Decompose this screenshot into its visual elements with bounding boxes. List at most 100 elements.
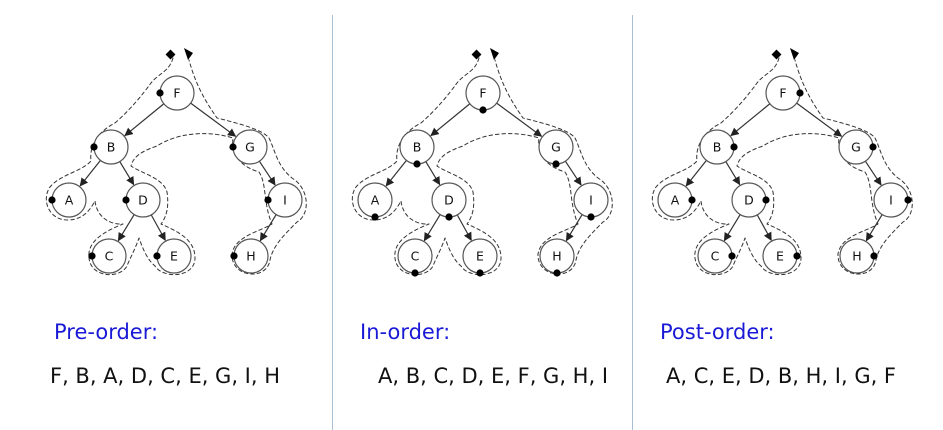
tree-node-F: F — [465, 75, 501, 114]
node-label: A — [65, 193, 74, 208]
node-label: I — [283, 193, 287, 208]
edge-D-C — [423, 214, 441, 242]
tree-node-B: B — [699, 129, 738, 165]
visit-dot — [413, 160, 421, 168]
node-label: D — [444, 193, 454, 208]
traversal-start-marker — [771, 49, 782, 60]
traversal-end-arrow — [790, 48, 799, 60]
edge-I-H — [565, 214, 583, 242]
visit-dot — [870, 252, 878, 260]
edge-B-A — [79, 159, 101, 187]
traversal-end-arrow — [184, 48, 193, 60]
node-label: B — [413, 140, 422, 155]
node-label: C — [711, 249, 720, 264]
node-label: B — [107, 140, 116, 155]
tree-node-C: C — [697, 238, 736, 274]
edge-B-D — [425, 161, 441, 186]
visit-dot — [122, 196, 130, 204]
node-label: G — [851, 140, 861, 155]
traversal-start-marker — [471, 49, 482, 60]
node-label: C — [411, 249, 420, 264]
visit-dot — [264, 196, 272, 204]
visit-dot — [445, 213, 453, 221]
tree-node-G: G — [538, 129, 574, 168]
tree-node-E: E — [153, 238, 192, 274]
visit-dot — [728, 252, 736, 260]
edge-G-I — [864, 160, 882, 186]
node-label: F — [173, 86, 180, 101]
visit-dot — [230, 252, 238, 260]
tree-node-D: D — [122, 182, 161, 218]
preorder-sequence: F, B, A, D, C, E, G, I, H — [50, 364, 281, 388]
edge-F-G — [496, 102, 543, 137]
visit-dot — [411, 269, 419, 277]
visit-dot — [553, 269, 561, 277]
tree-node-A: A — [357, 182, 393, 221]
node-label: H — [852, 249, 861, 264]
node-label: D — [138, 193, 148, 208]
node-label: C — [105, 249, 114, 264]
node-label: G — [551, 140, 561, 155]
tree-node-D: D — [731, 182, 770, 218]
postorder-sequence: A, C, E, D, B, H, I, G, F — [666, 364, 897, 388]
edge-G-I — [258, 160, 276, 186]
node-label: A — [671, 193, 680, 208]
tree-node-A: A — [48, 182, 87, 218]
visit-dot — [793, 252, 801, 260]
node-label: E — [476, 249, 484, 264]
node-label: E — [170, 249, 178, 264]
traversal-contour — [351, 57, 613, 276]
tree-node-A: A — [657, 182, 696, 218]
visit-dot — [762, 196, 770, 204]
visit-dot — [156, 89, 164, 97]
tree-node-I: I — [573, 182, 609, 221]
traversal-contour — [651, 57, 913, 276]
node-label: B — [713, 140, 722, 155]
tree-node-F: F — [765, 75, 804, 111]
inorder-sequence: A, B, C, D, E, F, G, H, I — [378, 364, 609, 388]
edge-D-C — [723, 214, 741, 242]
edge-F-B — [124, 103, 165, 137]
edge-D-C — [117, 214, 135, 242]
visit-dot — [229, 143, 237, 151]
edge-D-E — [456, 214, 472, 241]
visit-dot — [587, 213, 595, 221]
node-label: I — [889, 193, 893, 208]
divider-left — [332, 15, 333, 430]
node-label: D — [744, 193, 754, 208]
divider-right — [632, 15, 633, 430]
tree-node-G: G — [838, 129, 877, 165]
node-label: I — [589, 193, 593, 208]
inorder-heading: In-order: — [360, 320, 451, 344]
visit-dot — [688, 196, 696, 204]
edge-B-D — [725, 161, 741, 186]
edge-B-A — [385, 159, 407, 187]
visit-dot — [90, 143, 98, 151]
tree-node-H: H — [230, 238, 269, 274]
edge-I-H — [865, 214, 883, 242]
node-label: F — [779, 86, 786, 101]
edge-G-I — [564, 160, 582, 186]
tree-node-G: G — [229, 129, 268, 165]
postorder-heading: Post-order: — [660, 320, 775, 344]
visit-dot — [552, 160, 560, 168]
traversal-start-marker — [165, 49, 176, 60]
node-label: H — [246, 249, 255, 264]
tree-node-H: H — [839, 238, 878, 274]
preorder-tree-diagram: F B G A D I C E H — [45, 48, 307, 276]
traversal-contour — [45, 57, 307, 276]
node-label: A — [371, 193, 380, 208]
edge-D-E — [150, 214, 166, 241]
visit-dot — [153, 252, 161, 260]
visit-dot — [371, 213, 379, 221]
edge-F-B — [730, 103, 771, 137]
tree-node-D: D — [431, 182, 467, 221]
edge-F-B — [430, 103, 471, 137]
edge-B-A — [685, 159, 707, 187]
traversal-end-arrow — [490, 48, 499, 60]
tree-node-I: I — [873, 182, 912, 218]
tree-node-B: B — [90, 129, 129, 165]
edge-F-G — [796, 102, 843, 137]
